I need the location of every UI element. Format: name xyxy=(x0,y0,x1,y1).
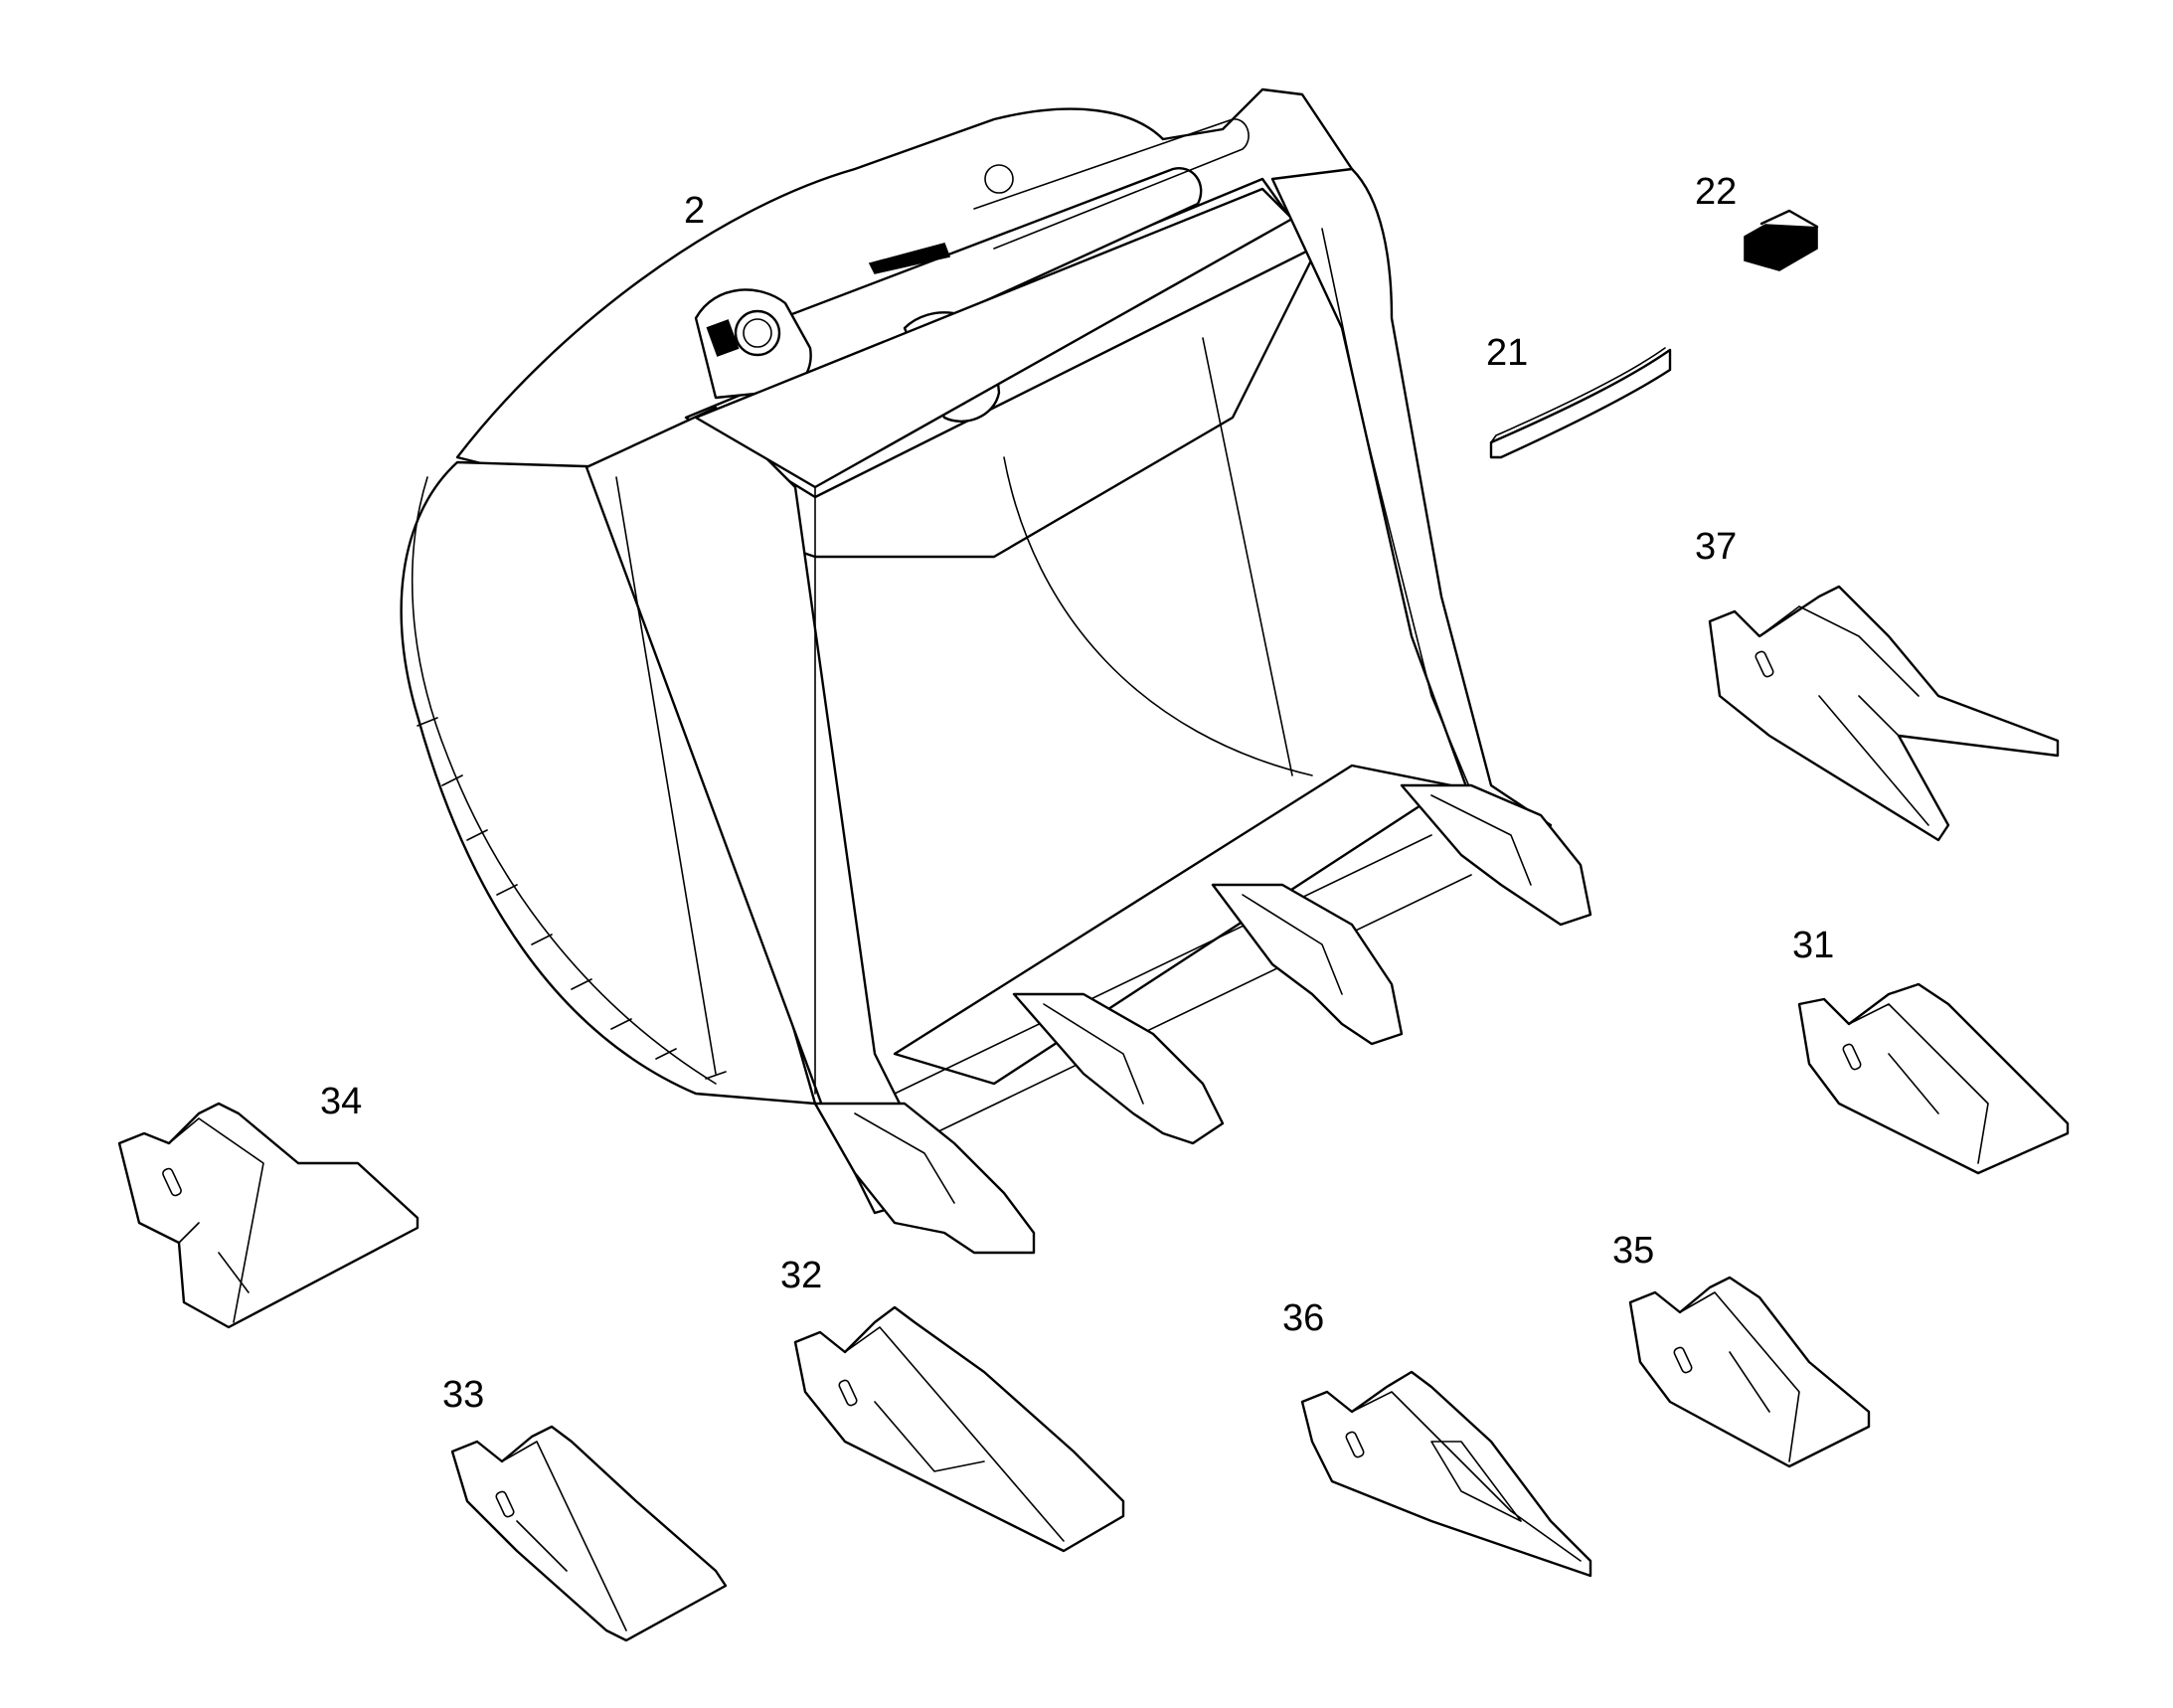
label-33: 33 xyxy=(442,1374,484,1416)
tooth-35-drawing xyxy=(1628,1276,1871,1468)
label-22: 22 xyxy=(1695,171,1737,213)
label-32: 32 xyxy=(780,1255,822,1296)
label-21: 21 xyxy=(1486,332,1528,374)
label-36: 36 xyxy=(1282,1297,1324,1339)
label-2: 2 xyxy=(684,190,705,232)
tooth-31-drawing xyxy=(1797,982,2070,1175)
label-34: 34 xyxy=(320,1081,362,1122)
tooth-34-drawing xyxy=(117,1102,419,1329)
pin-hole-left xyxy=(734,309,781,357)
tooth-33-drawing xyxy=(450,1425,728,1642)
adapter-4 xyxy=(1400,783,1592,927)
label-31: 31 xyxy=(1792,925,1834,966)
adapter-1 xyxy=(813,1102,1036,1255)
retainer-icon xyxy=(1744,209,1819,271)
adapter-3 xyxy=(1211,883,1404,1046)
tooth-32-drawing xyxy=(793,1305,1125,1553)
tooth-36-drawing xyxy=(1300,1370,1592,1578)
tooth-37-drawing xyxy=(1708,585,2060,842)
wear-strip-icon xyxy=(1489,347,1672,459)
label-35: 35 xyxy=(1612,1230,1654,1272)
adapter-2 xyxy=(1012,992,1225,1145)
bucket-drawing xyxy=(400,87,1592,1255)
label-37: 37 xyxy=(1695,526,1737,568)
